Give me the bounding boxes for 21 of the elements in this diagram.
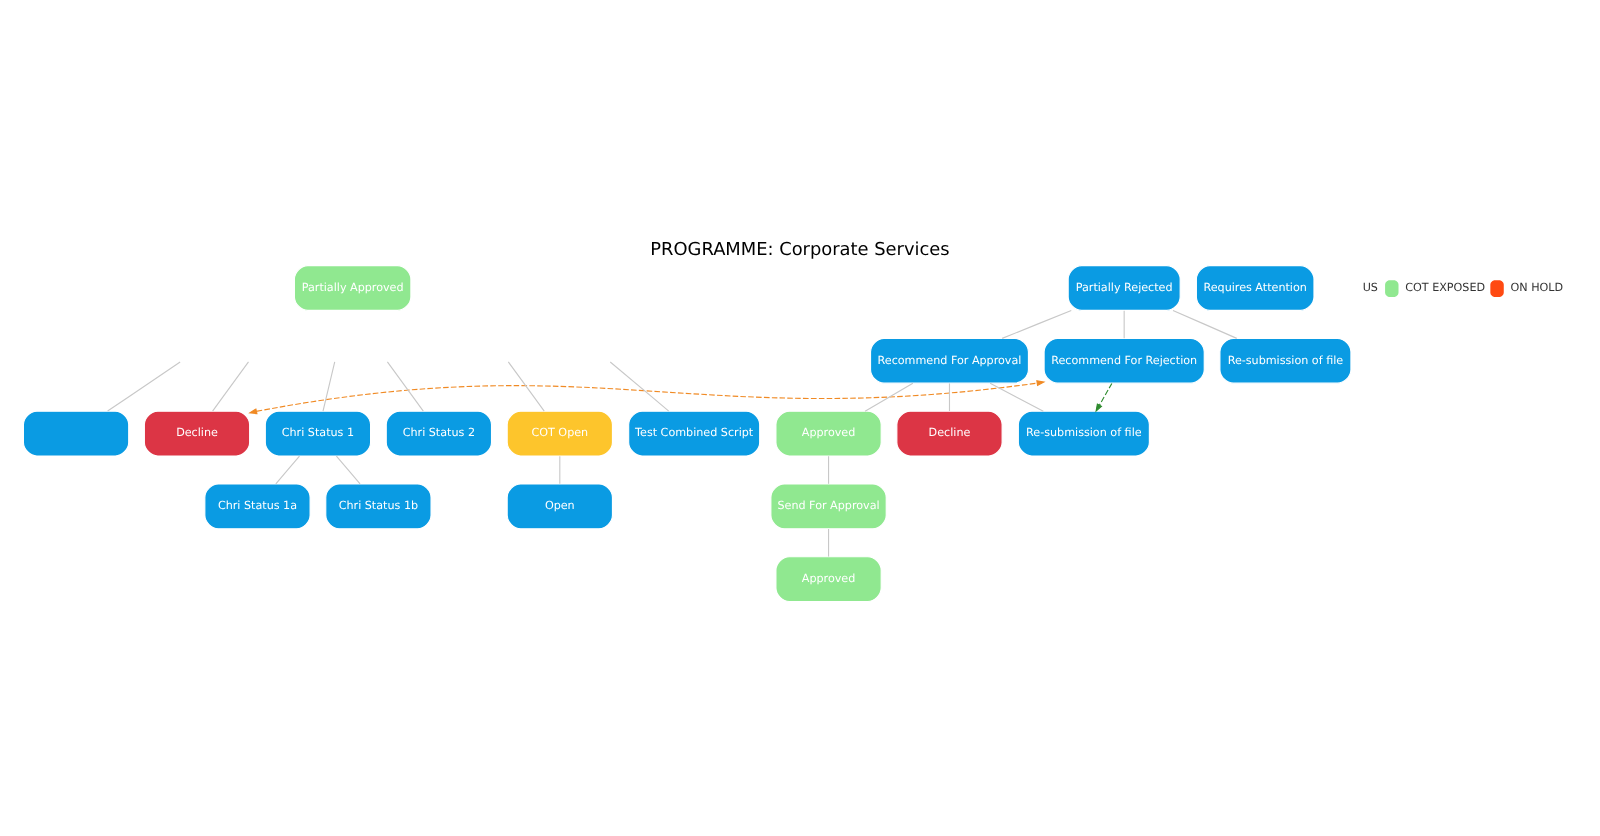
connector — [864, 381, 914, 411]
arrow — [1095, 381, 1113, 412]
connector — [609, 360, 670, 411]
diagram-title: PROGRAMME: Corporate Services — [650, 240, 950, 261]
arrow — [248, 379, 1046, 414]
connector — [828, 454, 830, 484]
connector — [989, 381, 1044, 411]
node-box — [22, 409, 130, 456]
connector — [275, 454, 301, 484]
connector — [335, 454, 361, 484]
connector — [386, 360, 424, 411]
connector — [828, 527, 830, 557]
connector — [507, 360, 545, 411]
connector — [107, 360, 181, 411]
connector — [212, 360, 250, 411]
connector — [1123, 309, 1125, 338]
connector — [322, 360, 336, 411]
connector — [948, 381, 951, 411]
connector — [1172, 308, 1238, 338]
connector — [559, 454, 561, 484]
connector — [1001, 308, 1072, 338]
